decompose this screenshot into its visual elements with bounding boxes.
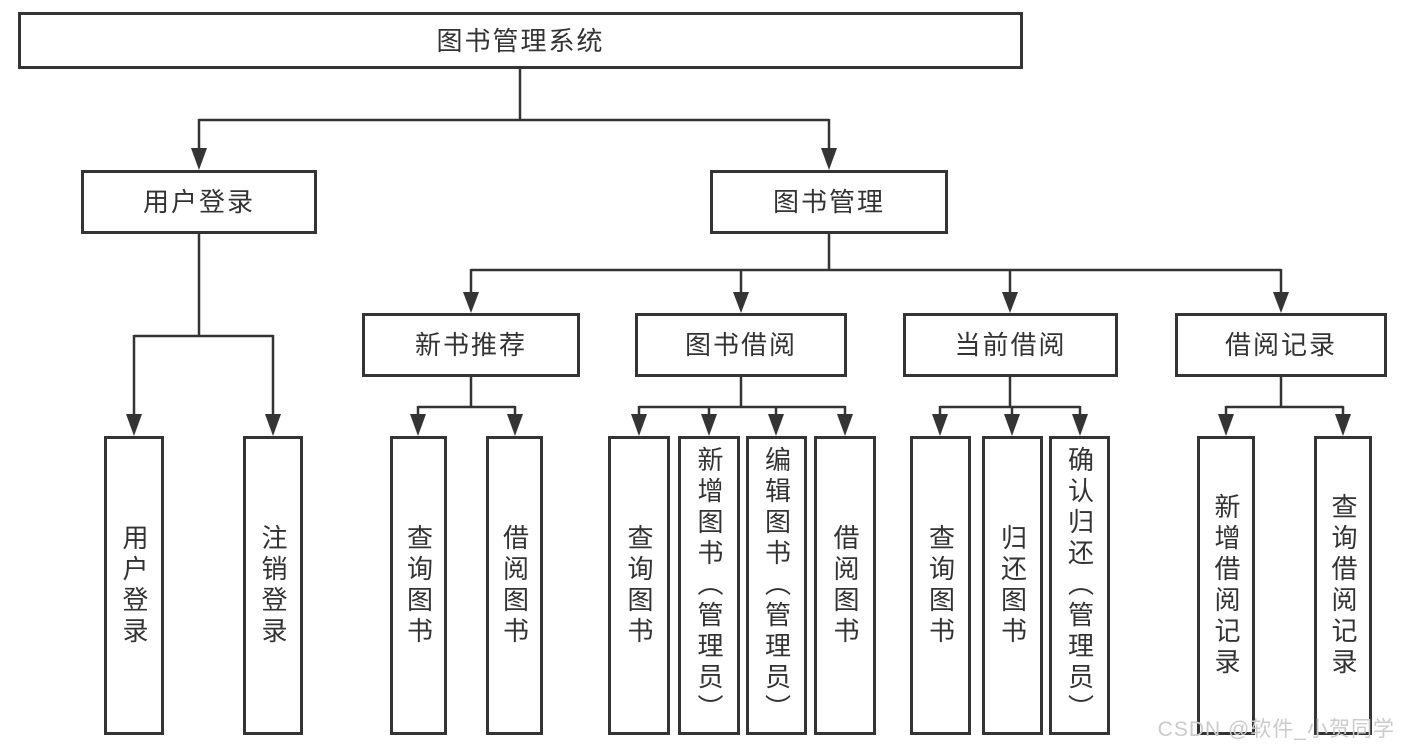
leaf-current-query-books: 查询图书	[910, 436, 971, 735]
leaf-current-return-books: 归还图书	[982, 436, 1043, 735]
node-root: 图书管理系统	[18, 12, 1023, 69]
leaf-current-confirm-return-admin-label: 确认归还（管理员）	[1064, 446, 1095, 725]
leaf-borrowing-borrow-books-label: 借阅图书	[830, 523, 860, 648]
node-current-borrowing: 当前借阅	[903, 313, 1118, 377]
leaf-borrowing-edit-books-admin-label: 编辑图书（管理员）	[761, 446, 792, 725]
node-user-login: 用户登录	[81, 170, 317, 234]
node-root-label: 图书管理系统	[436, 25, 605, 56]
watermark: CSDN @软件_小贺同学	[1157, 718, 1395, 741]
leaf-records-add-record: 新增借阅记录	[1197, 436, 1255, 735]
leaf-records-query-record: 查询借阅记录	[1314, 436, 1372, 735]
leaf-borrowing-add-books-admin-label: 新增图书（管理员）	[694, 446, 724, 725]
leaf-logout-login-label: 注销登录	[258, 523, 288, 648]
node-book-borrowing: 图书借阅	[635, 313, 847, 377]
node-book-management-label: 图书管理	[772, 187, 885, 217]
leaf-records-query-record-label: 查询借阅记录	[1328, 492, 1358, 679]
leaf-borrowing-edit-books-admin: 编辑图书（管理员）	[746, 436, 807, 735]
leaf-current-confirm-return-admin: 确认归还（管理员）	[1049, 436, 1110, 735]
leaf-borrowing-query-books-label: 查询图书	[624, 523, 654, 648]
leaf-recommend-query-books-label: 查询图书	[403, 523, 434, 648]
node-new-book-recommend: 新书推荐	[362, 313, 580, 377]
leaf-logout-login: 注销登录	[243, 436, 303, 735]
leaf-recommend-borrow-books-label: 借阅图书	[499, 523, 530, 648]
leaf-current-return-books-label: 归还图书	[997, 523, 1028, 648]
leaf-current-query-books-label: 查询图书	[925, 523, 956, 648]
leaf-user-login: 用户登录	[104, 436, 164, 735]
leaf-borrowing-query-books: 查询图书	[608, 436, 670, 735]
node-new-book-recommend-label: 新书推荐	[414, 330, 527, 360]
node-user-login-label: 用户登录	[142, 187, 255, 217]
leaf-user-login-label: 用户登录	[119, 523, 149, 648]
leaf-borrowing-borrow-books: 借阅图书	[814, 436, 876, 735]
leaf-records-add-record-label: 新增借阅记录	[1211, 492, 1241, 679]
leaf-recommend-borrow-books: 借阅图书	[486, 436, 543, 735]
node-book-management: 图书管理	[710, 170, 948, 234]
leaf-borrowing-add-books-admin: 新增图书（管理员）	[678, 436, 740, 735]
node-borrowing-records: 借阅记录	[1175, 313, 1387, 377]
leaf-recommend-query-books: 查询图书	[390, 436, 447, 735]
node-book-borrowing-label: 图书借阅	[684, 330, 797, 360]
node-borrowing-records-label: 借阅记录	[1224, 330, 1337, 360]
node-current-borrowing-label: 当前借阅	[954, 330, 1067, 360]
